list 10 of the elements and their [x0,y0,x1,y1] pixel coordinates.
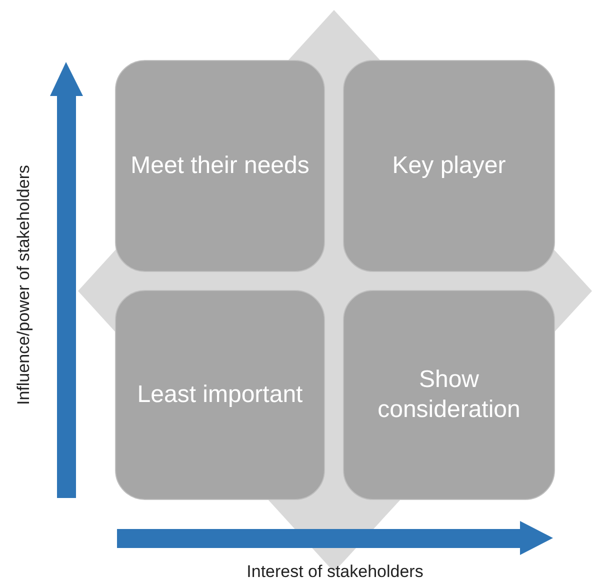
quadrant-box [115,60,325,272]
quadrant-label: Meet their needs [130,151,310,181]
quadrant-label: Show consideration [376,365,522,425]
quadrant-label: Least important [136,380,304,410]
quadrant-box [115,290,325,500]
axis-label: Influence/power of stakeholders [14,164,34,406]
axis-label: Interest of stakeholders [246,562,424,582]
quadrant-box [343,60,555,272]
quadrant-label: Key player [391,151,507,181]
quadrant-box [343,290,555,500]
